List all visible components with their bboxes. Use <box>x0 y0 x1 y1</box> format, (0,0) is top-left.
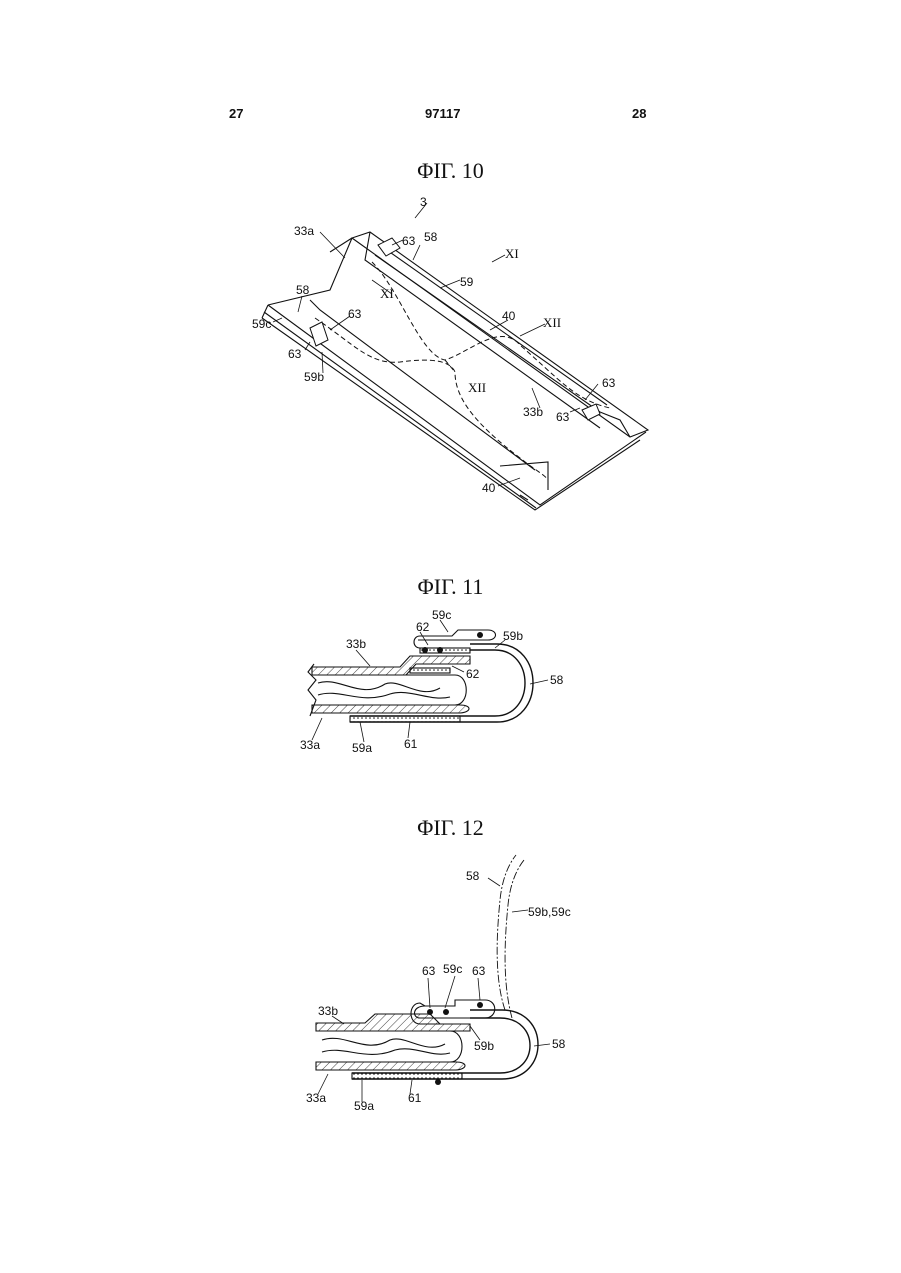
label-63: 63 <box>422 964 436 978</box>
label-58: 58 <box>552 1037 566 1051</box>
label-58: 58 <box>466 869 480 883</box>
label-61: 61 <box>408 1091 422 1105</box>
label-59b-59c: 59b,59c <box>528 905 571 919</box>
label-59a: 59a <box>354 1099 374 1113</box>
label-59b: 59b <box>474 1039 494 1053</box>
label-33a: 33a <box>306 1091 326 1105</box>
label-63: 63 <box>472 964 486 978</box>
label-33b: 33b <box>318 1004 338 1018</box>
label-59c: 59c <box>443 962 462 976</box>
